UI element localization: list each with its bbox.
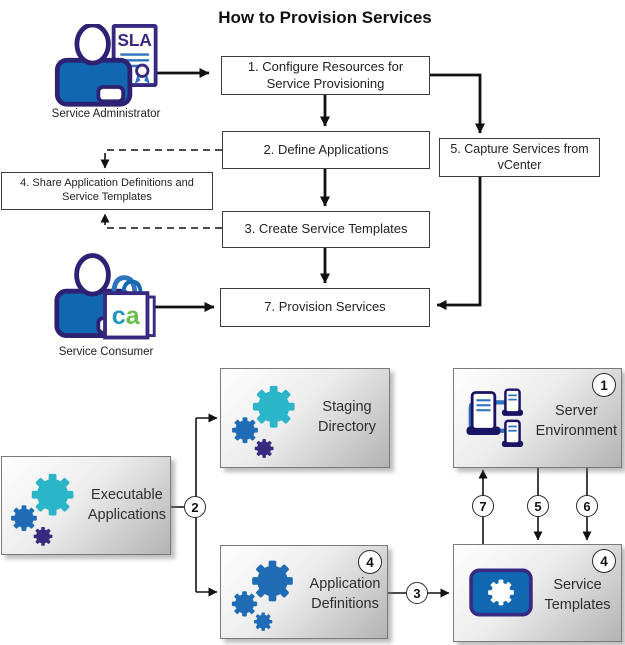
dashed-arrow-step2-to-step4 xyxy=(100,149,222,169)
ca-logo-c: c xyxy=(112,302,126,330)
arrow-step1-to-step5 xyxy=(430,73,485,134)
application-definitions-label: Application Definitions xyxy=(309,576,381,612)
connector-circle-5: 5 xyxy=(527,495,549,517)
service-templates-box: 4 Service Templates xyxy=(453,544,622,642)
gears-icon xyxy=(225,548,303,633)
connector-circle-6: 6 xyxy=(576,495,598,517)
connector-circle-3: 3 xyxy=(406,582,428,604)
person-with-shopping-bag-icon: ca xyxy=(54,253,156,340)
connector-circle-2: 2 xyxy=(184,496,206,518)
service-templates-badge: 4 xyxy=(592,549,616,573)
flow-step7-box: 7. Provision Services xyxy=(220,288,430,327)
person-with-sla-document-icon: SLA xyxy=(54,22,158,107)
large-server xyxy=(466,391,501,435)
sla-text: SLA xyxy=(117,30,151,50)
executable-applications-label: Executable Applications xyxy=(87,486,167,523)
server-environment-label: Server Environment xyxy=(535,403,618,439)
ca-logo-a: a xyxy=(126,302,141,330)
ca-shopping-bag-icon: ca xyxy=(103,275,156,340)
small-server-bottom xyxy=(501,419,524,448)
gears-icon xyxy=(4,460,84,548)
service-administrator-label: Service Administrator xyxy=(51,108,161,120)
staging-directory-box: Staging Directory xyxy=(220,368,390,468)
svg-text:ca: ca xyxy=(112,302,141,330)
application-definitions-box: 4 Application Definitions xyxy=(220,545,388,639)
person-figure xyxy=(54,22,133,107)
service-templates-label: Service Templates xyxy=(544,577,611,613)
server-environment-box: 1 Server Environment xyxy=(453,368,622,468)
page-title: How to Provision Services xyxy=(218,8,432,27)
small-server-top xyxy=(501,388,524,416)
flow-step1-box: 1. Configure Resources for Service Provi… xyxy=(221,56,430,95)
arrow-step5-to-step7 xyxy=(436,177,482,310)
gears-icon xyxy=(225,372,305,460)
service-consumer-icon: ca xyxy=(52,252,160,347)
executable-applications-box: Executable Applications xyxy=(1,456,171,555)
dashed-arrow-step3-to-step4 xyxy=(100,213,222,229)
staging-directory-label: Staging Directory xyxy=(317,399,376,435)
service-template-gear-icon xyxy=(469,568,533,617)
flow-step3-box: 3. Create Service Templates xyxy=(222,211,430,248)
service-consumer-label: Service Consumer xyxy=(58,346,154,358)
server-environment-badge: 1 xyxy=(592,373,616,397)
service-administrator-icon: SLA xyxy=(52,22,160,113)
flow-step5-box: 5. Capture Services from vCenter xyxy=(439,138,600,177)
servers-network-icon xyxy=(466,388,524,448)
flow-step2-box: 2. Define Applications xyxy=(222,131,430,169)
connector-circle-7: 7 xyxy=(472,495,494,517)
application-definitions-badge: 4 xyxy=(358,550,382,574)
flow-step4-box: 4. Share Application Definitions and Ser… xyxy=(1,172,213,210)
